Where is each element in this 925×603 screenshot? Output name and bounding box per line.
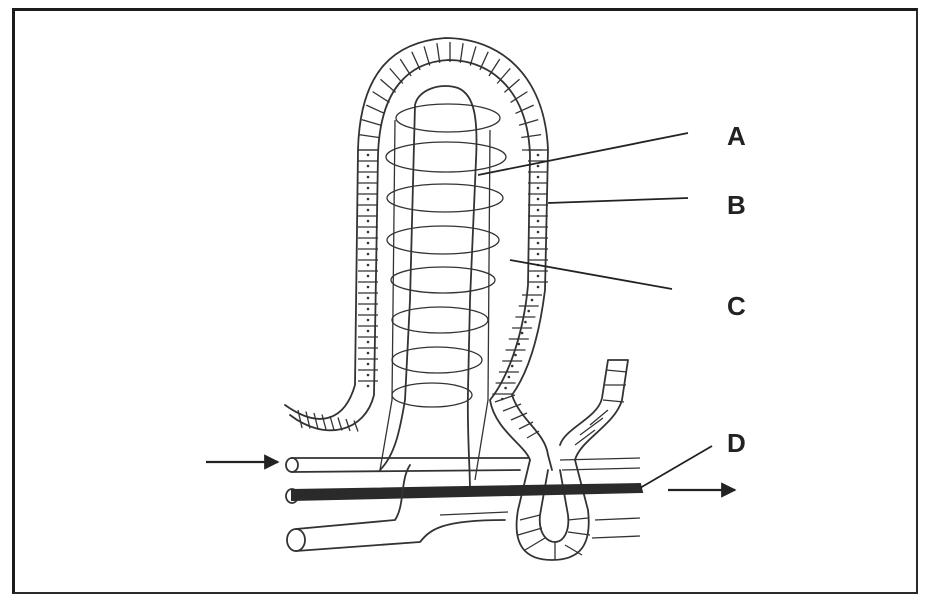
cell-nucleus bbox=[527, 310, 530, 313]
cell-nucleus bbox=[537, 220, 540, 223]
epithelial-cell-divider bbox=[366, 105, 384, 113]
leader-d bbox=[640, 446, 712, 488]
epithelial-cell-divider bbox=[412, 52, 420, 70]
cell-nucleus bbox=[367, 198, 370, 201]
leader-c bbox=[510, 260, 672, 289]
leader-a bbox=[478, 133, 688, 175]
cell-nucleus bbox=[508, 376, 511, 379]
epithelial-cell-divider bbox=[521, 135, 541, 138]
cell-nucleus bbox=[367, 297, 370, 300]
cell-nucleus bbox=[524, 321, 527, 324]
cell-nucleus bbox=[367, 341, 370, 344]
cell-nucleus bbox=[537, 187, 540, 190]
epithelial-cell-divider bbox=[495, 395, 515, 402]
cell-nucleus bbox=[531, 299, 534, 302]
epithelial-cell-divider bbox=[437, 43, 440, 63]
cell-nucleus bbox=[367, 374, 370, 377]
cell-nucleus bbox=[367, 187, 370, 190]
cell-nucleus bbox=[367, 385, 370, 388]
cell-nucleus bbox=[537, 198, 540, 201]
epithelial-cell-divider bbox=[373, 92, 390, 103]
cell-nucleus bbox=[537, 286, 540, 289]
cell-nucleus bbox=[511, 365, 514, 368]
cell-nucleus bbox=[537, 231, 540, 234]
cell-nucleus bbox=[367, 176, 370, 179]
epithelial-cell-divider bbox=[322, 415, 326, 430]
cell-nucleus bbox=[367, 264, 370, 267]
epithelial-cell-divider bbox=[515, 105, 533, 113]
cell-nucleus bbox=[367, 220, 370, 223]
epithelial-cell-divider bbox=[314, 413, 318, 429]
epithelial-cell-divider bbox=[380, 79, 395, 92]
epithelial-cell-divider bbox=[424, 46, 430, 65]
epithelial-cell-divider bbox=[362, 120, 381, 126]
label-a: A bbox=[727, 121, 746, 151]
cell-nucleus bbox=[367, 154, 370, 157]
cell-nucleus bbox=[367, 319, 370, 322]
base-vessels bbox=[286, 458, 642, 551]
epithelial-cell-divider bbox=[359, 135, 379, 138]
cell-nucleus bbox=[537, 209, 540, 212]
cell-nucleus bbox=[367, 286, 370, 289]
cell-nucleus bbox=[537, 165, 540, 168]
cell-nucleus bbox=[367, 352, 370, 355]
cell-nucleus bbox=[504, 387, 507, 390]
label-c: C bbox=[727, 291, 746, 321]
cell-nucleus bbox=[367, 231, 370, 234]
label-d: D bbox=[727, 428, 746, 458]
epithelial-cell-divider bbox=[298, 410, 302, 428]
cell-nucleus bbox=[367, 363, 370, 366]
leader-b bbox=[548, 198, 688, 203]
cell-nucleus bbox=[537, 176, 540, 179]
epithelial-cell-divider bbox=[346, 419, 350, 431]
cell-nucleus bbox=[537, 275, 540, 278]
cell-nucleus bbox=[367, 275, 370, 278]
cell-nucleus bbox=[537, 154, 540, 157]
epithelial-cell-divider bbox=[330, 416, 334, 430]
cell-nucleus bbox=[367, 209, 370, 212]
epithelial-cell-divider bbox=[460, 43, 463, 63]
epithelial-cell-divider bbox=[400, 59, 411, 76]
epithelial-cell-divider bbox=[497, 68, 510, 83]
label-b: B bbox=[727, 190, 746, 220]
epithelial-cell-divider bbox=[527, 431, 539, 438]
cell-nucleus bbox=[367, 308, 370, 311]
epithelial-cell-divider bbox=[390, 68, 403, 83]
cell-nucleus bbox=[367, 330, 370, 333]
cell-nucleus bbox=[537, 253, 540, 256]
cell-nucleus bbox=[367, 242, 370, 245]
capillary-network bbox=[380, 104, 506, 480]
cell-nucleus bbox=[514, 354, 517, 357]
cell-nucleus bbox=[367, 253, 370, 256]
cell-nucleus bbox=[518, 343, 521, 346]
cell-nucleus bbox=[537, 242, 540, 245]
epithelial-cell-divider bbox=[519, 120, 538, 126]
cell-nucleus bbox=[367, 165, 370, 168]
cell-nucleus bbox=[521, 332, 524, 335]
epithelium-layer bbox=[285, 38, 628, 560]
